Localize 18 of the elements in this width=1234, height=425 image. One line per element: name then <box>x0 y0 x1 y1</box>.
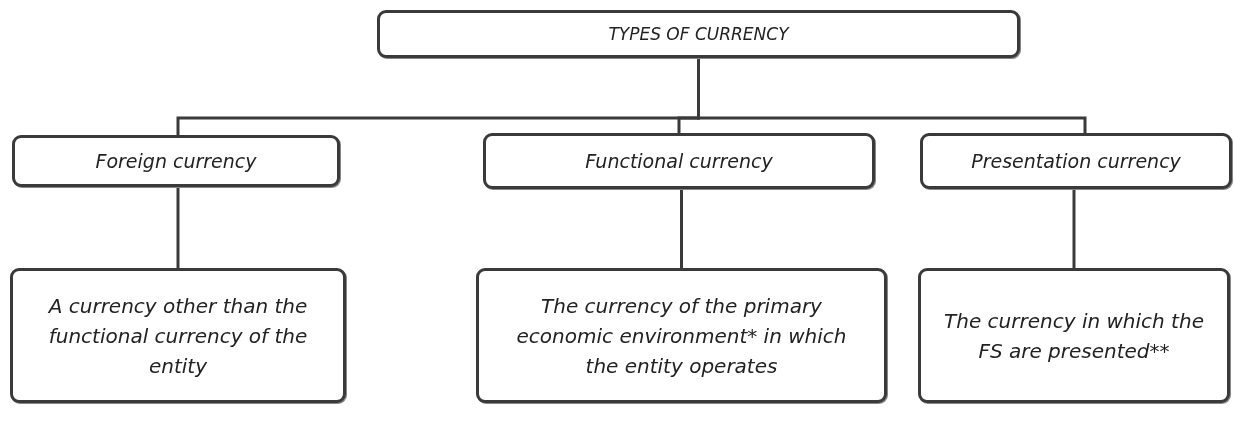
box-text: A currency other than the functional currency of the entity <box>47 292 309 380</box>
definition-box <box>10 268 346 403</box>
category-box <box>483 133 875 189</box>
definition-box <box>476 268 887 403</box>
box-text: Presentation currency <box>971 149 1181 173</box>
connector-line <box>680 189 683 268</box>
connector-line <box>1072 189 1076 268</box>
category-box <box>920 133 1232 189</box>
connector-line <box>697 58 1087 133</box>
connector-line <box>176 187 180 268</box>
box-text: The currency of the primary economic environment* in which the entity operates <box>515 292 848 380</box>
title-box <box>377 10 1020 58</box>
box-text: The currency in which the FS are presented** <box>943 307 1205 365</box>
box-text: TYPES OF CURRENCY <box>608 23 789 45</box>
box-text: Foreign currency <box>95 149 257 173</box>
category-box <box>12 135 340 187</box>
box-text: Functional currency <box>585 149 773 173</box>
definition-box <box>918 268 1230 403</box>
